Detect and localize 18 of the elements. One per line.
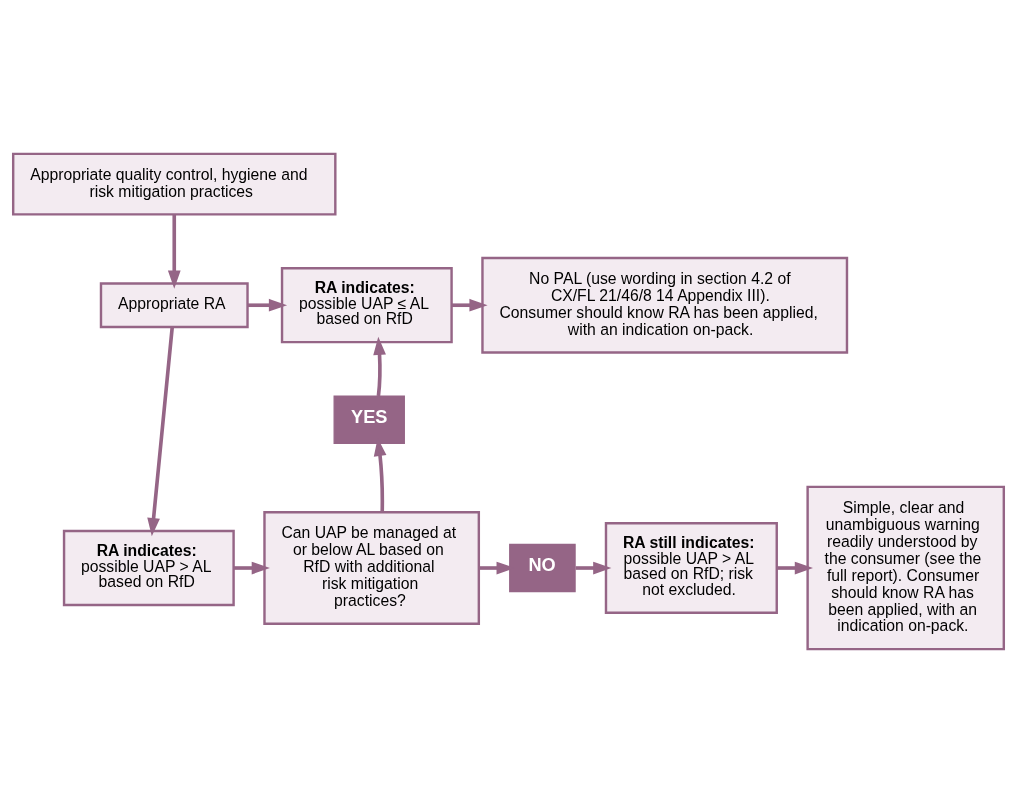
node-box: Simple, clear and unambiguous warning readily understood by the consumer (see the full report). Consumer should know RA has been applied, with an indication on-pack. (806, 485, 1005, 651)
node-box: No PAL (use wording in section 4.2 of CX/FL 21/46/8 14 Appendix III). Consumer should know RA has been applied, with an indication on-pack. (481, 256, 849, 354)
arrow (776, 561, 813, 575)
arrow (373, 336, 386, 397)
node-box: NO (509, 543, 576, 593)
arrow (247, 298, 288, 312)
arrow (167, 214, 181, 289)
node-box: RA indicates: possible UAP ≤ AL based on RfD (280, 267, 453, 344)
arrow (575, 561, 612, 575)
node-box: Can UAP be managed at or below AL based on RfD with additional risk mitigation practices? (263, 511, 481, 625)
node-box: Appropriate RA (99, 282, 249, 329)
node-box: Appropriate quality control, hygiene and risk mitigation practices (12, 152, 337, 216)
arrow (451, 298, 488, 312)
node-box: YES (333, 395, 405, 444)
arrow (233, 561, 270, 575)
node-box: RA indicates: possible UAP > AL based on RfD (62, 529, 235, 607)
node-box: RA still indicates: possible UAP > AL based on RfD; risk not excluded. (604, 522, 778, 615)
arrow (147, 327, 175, 537)
